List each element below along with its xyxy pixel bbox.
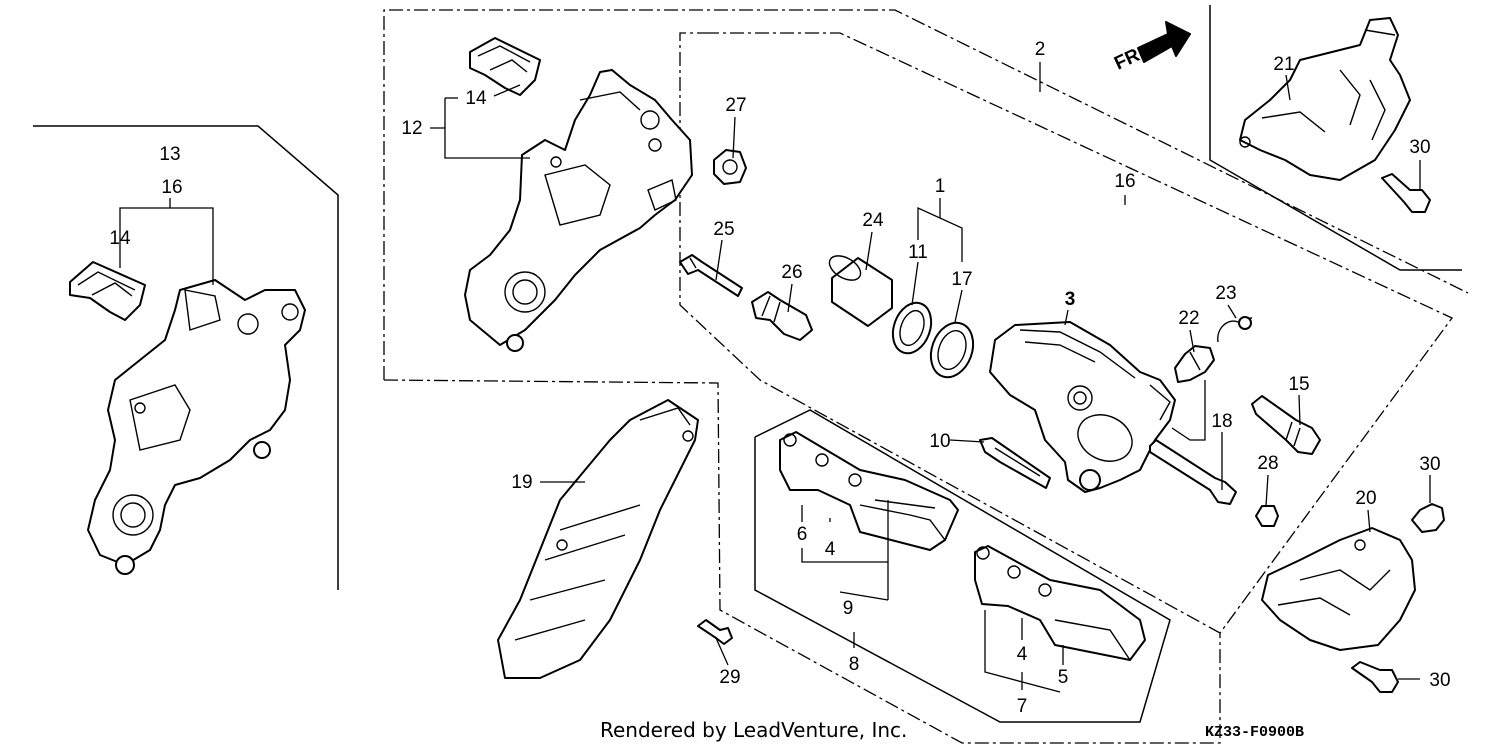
label-18: 18	[1211, 411, 1232, 432]
callout-numbers: 1 2 3 4 4 5 6 7 8 9 10 11 12 13 14 14 15…	[109, 39, 1450, 717]
label-14-lower: 14	[109, 228, 131, 249]
bleed-valve-22	[1174, 345, 1215, 383]
label-30-upper: 30	[1409, 137, 1430, 158]
label-10: 10	[929, 431, 950, 452]
label-2: 2	[1035, 39, 1046, 60]
bleed-cap-27	[713, 149, 747, 185]
guard-group-boundary	[1209, 5, 1462, 271]
label-9: 9	[843, 598, 854, 619]
group-8-boundary	[383, 379, 1221, 744]
screw-29	[697, 619, 733, 645]
label-4-lower: 4	[1017, 644, 1028, 665]
label-11: 11	[908, 242, 928, 263]
label-27: 27	[725, 95, 746, 116]
label-17: 17	[951, 269, 972, 290]
footer-credit: Rendered by LeadVenture, Inc.	[600, 718, 907, 742]
pad-spring-14-upper	[469, 37, 541, 96]
pad-spring-14-lower	[69, 261, 146, 321]
bolt-30-middle	[1411, 503, 1445, 533]
front-direction-marker: FR.	[1111, 21, 1191, 75]
dust-seal-17	[929, 321, 975, 379]
group-13-boundary	[33, 125, 339, 590]
label-7: 7	[1017, 696, 1028, 717]
group-2-boundary	[383, 9, 1469, 380]
pad-set-9-boundary	[754, 409, 1171, 723]
label-16-right: 16	[1114, 171, 1135, 192]
group-16-boundary	[679, 32, 1453, 634]
caliper-bracket-13	[87, 279, 306, 575]
label-24: 24	[862, 210, 884, 231]
label-19: 19	[511, 472, 532, 493]
slide-pin-26	[751, 291, 813, 341]
piston-24	[828, 255, 893, 327]
label-15: 15	[1288, 374, 1309, 395]
label-22: 22	[1178, 308, 1199, 329]
caliper-body-3	[989, 321, 1176, 493]
label-13: 13	[159, 144, 180, 165]
bolt-30-upper	[1381, 173, 1431, 213]
label-16-left: 16	[161, 177, 182, 198]
slide-pin-15	[1251, 395, 1321, 455]
label-4-upper: 4	[825, 539, 836, 560]
label-30-lower: 30	[1429, 670, 1450, 691]
label-14-upper: 14	[465, 88, 487, 109]
label-28: 28	[1257, 453, 1278, 474]
label-23: 23	[1215, 283, 1236, 304]
label-12: 12	[401, 118, 422, 139]
spring-clip-23	[1217, 316, 1253, 343]
label-6: 6	[797, 524, 808, 545]
brake-pad-lower	[974, 545, 1146, 661]
label-21: 21	[1273, 54, 1294, 75]
piston-seal-11	[891, 301, 933, 355]
guard-20	[1261, 527, 1416, 651]
label-30-middle: 30	[1419, 454, 1440, 475]
label-25: 25	[713, 219, 734, 240]
label-26: 26	[781, 262, 802, 283]
pin-bolt-25	[679, 254, 743, 297]
leader-lines	[119, 62, 1431, 693]
label-29: 29	[719, 667, 740, 688]
label-5: 5	[1058, 667, 1069, 688]
bolt-30-lower	[1351, 661, 1399, 693]
guard-21	[1239, 17, 1411, 181]
diagram-code: KZ33-F0900B	[1205, 724, 1304, 741]
label-8: 8	[849, 654, 860, 675]
caliper-bracket-12	[464, 69, 693, 352]
disc-guard-19	[497, 399, 699, 679]
label-3: 3	[1065, 289, 1076, 310]
pin-bolt-18	[1149, 439, 1237, 505]
pad-shim-10	[979, 437, 1051, 489]
label-20: 20	[1355, 488, 1376, 509]
label-1: 1	[935, 176, 946, 197]
brake-pad-upper	[779, 431, 959, 551]
nut-28	[1255, 505, 1279, 527]
